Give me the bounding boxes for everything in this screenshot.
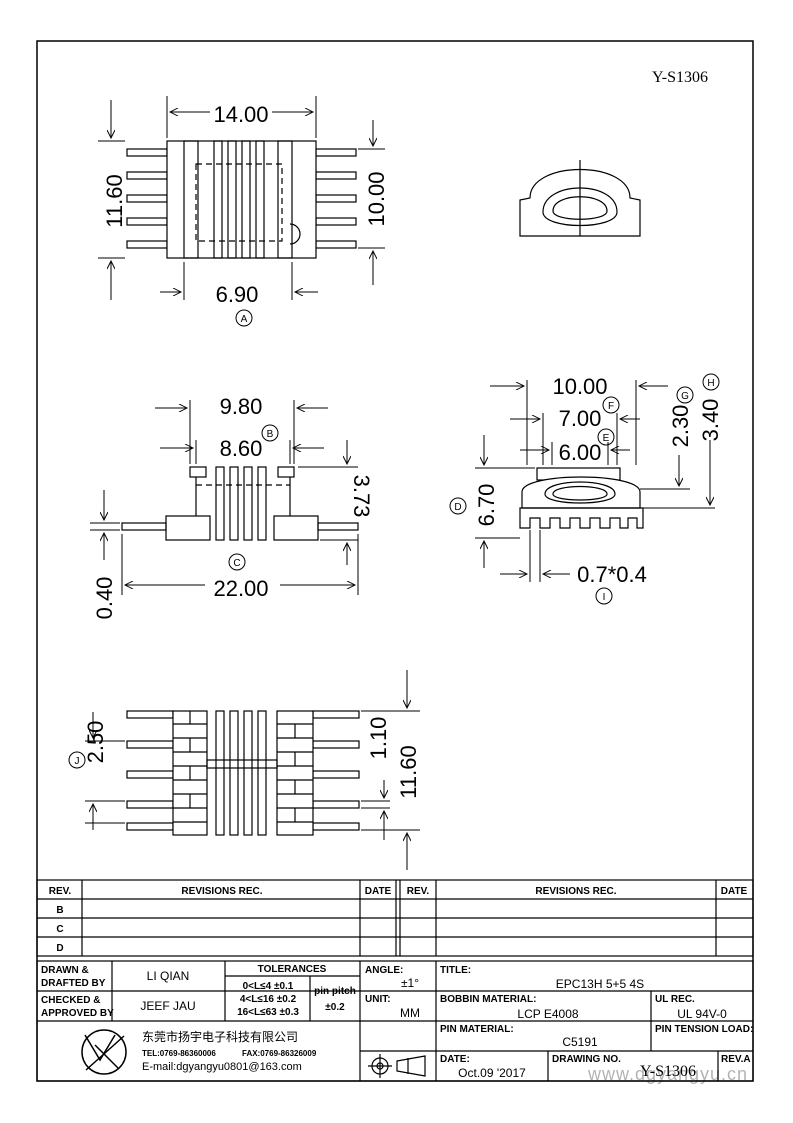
top-view-dims <box>98 96 385 300</box>
drawing-code-top: Y-S1306 <box>652 69 708 86</box>
bobbin-material-value: LCP E4008 <box>517 1007 578 1021</box>
dim-side-230: 2.30 <box>668 405 693 448</box>
marker-a-circle <box>235 309 253 327</box>
sheet-border <box>36 40 754 1082</box>
dim-side-700: 7.00 <box>559 406 602 431</box>
marker-g-circle <box>676 386 694 404</box>
rev-header-right: REV. <box>407 886 430 897</box>
rec-header-left: REVISIONS REC. <box>181 886 262 897</box>
marker-c: C <box>233 558 240 569</box>
dim-front-040: 0.40 <box>92 577 117 620</box>
angle-value: ±1° <box>401 976 419 990</box>
marker-i: I <box>603 592 606 603</box>
company-fax: FAX:0769-86326009 <box>242 1049 317 1058</box>
watermark: www.dgyangyu.cn <box>587 1064 748 1084</box>
company-email: E-mail:dgyangyu0801@163.com <box>142 1061 302 1073</box>
marker-c-circle <box>228 553 246 571</box>
company-name: 东莞市扬宇电子科技有限公司 <box>142 1029 298 1044</box>
dim-side-340: 3.40 <box>698 399 723 442</box>
front-view <box>121 466 359 541</box>
dim-front-2200: 22.00 <box>213 576 268 601</box>
marker-g: G <box>681 391 689 402</box>
drawing-no-value: Y-S1306 <box>640 1063 696 1080</box>
rev-header-left: REV. <box>49 886 72 897</box>
drawn-value: LI QIAN <box>147 969 190 983</box>
marker-e-circle <box>597 428 615 446</box>
date-label: DATE: <box>440 1054 470 1065</box>
rev-label: REV.A <box>721 1054 751 1065</box>
pin-tension-label: PIN TENSION LOAD: <box>655 1024 753 1035</box>
pin-material-label: PIN MATERIAL: <box>440 1024 514 1035</box>
dim-top-width: 14.00 <box>213 102 268 127</box>
ul-label: UL REC. <box>655 994 695 1005</box>
drawn-label-1: DRAWN & <box>41 965 89 976</box>
rev-row-b: B <box>56 905 63 916</box>
unit-value: MM <box>400 1006 420 1020</box>
dim-bottom-250: 2.50 <box>83 721 108 764</box>
projection-symbol-icon <box>368 1054 426 1078</box>
title-label: TITLE: <box>440 965 471 976</box>
date-value: Oct.09 '2017 <box>458 1066 526 1080</box>
rev-row-c: C <box>56 924 63 935</box>
side-view-dims <box>475 380 715 582</box>
checked-value: JEEF JAU <box>140 999 195 1013</box>
ul-value: UL 94V-0 <box>677 1007 727 1021</box>
marker-i-circle <box>595 587 613 605</box>
title-value: EPC13H 5+5 4S <box>556 977 644 991</box>
marker-b: B <box>267 429 274 440</box>
company-tel: TEL:0769-86360006 <box>142 1049 216 1058</box>
marker-f-circle <box>602 396 620 414</box>
checked-label-1: CHECKED & <box>41 995 100 1006</box>
dim-top-height-right: 10.00 <box>364 171 389 226</box>
dim-front-980: 9.80 <box>220 394 263 419</box>
date-header-left: DATE <box>365 886 392 897</box>
dim-side-670: 6.70 <box>474 484 499 527</box>
company-logo-icon <box>81 1029 127 1075</box>
tolerance-3: 16<L≤63 ±0.3 <box>237 1007 299 1018</box>
bobbin-material-label: BOBBIN MATERIAL: <box>440 994 536 1005</box>
front-view-dims <box>90 400 359 595</box>
unit-label: UNIT: <box>365 994 391 1005</box>
dim-side-pin: 0.7*0.4 <box>577 562 647 587</box>
marker-b-circle <box>261 424 279 442</box>
marker-j: J <box>75 756 80 767</box>
marker-d-circle <box>449 497 467 515</box>
side-view <box>519 467 644 529</box>
bottom-view-dims <box>85 670 420 870</box>
iso-view <box>519 160 641 237</box>
dim-top-inner: 6.90 <box>216 282 259 307</box>
pin-pitch-value: ±0.2 <box>325 1002 345 1013</box>
marker-h: H <box>707 378 714 389</box>
tolerance-1: 0<L≤4 ±0.1 <box>243 981 294 992</box>
marker-a: A <box>241 314 248 325</box>
marker-j-circle <box>68 751 86 769</box>
dim-bottom-1160: 11.60 <box>396 745 421 798</box>
drawing-no-label: DRAWING NO. <box>552 1054 621 1065</box>
tolerance-2: 4<L≤16 ±0.2 <box>240 994 297 1005</box>
drawn-label-2: DRAFTED BY <box>41 978 106 989</box>
revisions-table <box>36 879 754 957</box>
bottom-view <box>126 710 360 836</box>
dim-side-600: 6.00 <box>559 440 602 465</box>
marker-h-circle <box>702 373 720 391</box>
dim-bottom-110: 1.10 <box>366 717 391 760</box>
angle-label: ANGLE: <box>365 965 403 976</box>
dim-front-373: 3.73 <box>349 475 374 518</box>
dim-front-860: 8.60 <box>220 436 263 461</box>
rev-row-d: D <box>56 943 63 954</box>
dim-top-height-left: 11.60 <box>102 174 127 227</box>
marker-f: F <box>608 401 614 412</box>
tolerances-label: TOLERANCES <box>258 964 327 975</box>
date-header-right: DATE <box>721 886 748 897</box>
top-view <box>126 140 357 259</box>
rec-header-right: REVISIONS REC. <box>535 886 616 897</box>
checked-label-2: APPROVED BY <box>41 1008 114 1019</box>
pin-pitch-label: pin pitch <box>314 986 356 997</box>
dim-side-1000: 10.00 <box>552 374 607 399</box>
title-block-grid <box>36 960 754 1082</box>
pin-material-value: C5191 <box>562 1035 598 1049</box>
marker-e: E <box>603 433 610 444</box>
marker-d: D <box>454 502 461 513</box>
